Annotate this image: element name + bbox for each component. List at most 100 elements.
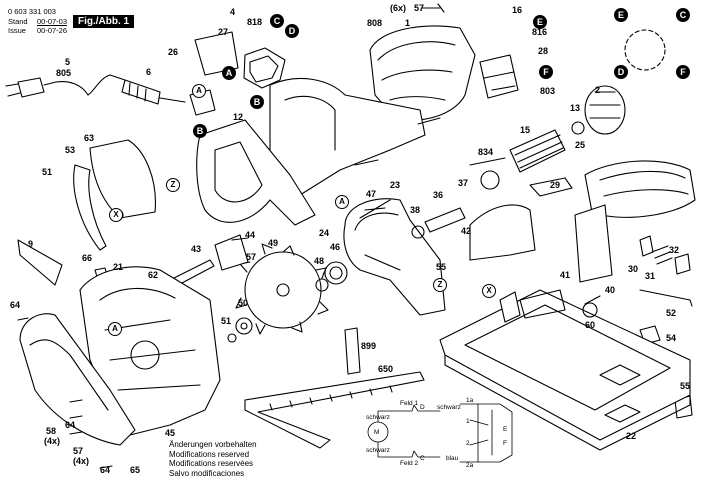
part-label: 23 — [390, 180, 401, 190]
part-label: 50 — [238, 298, 249, 308]
wiring-label: Feld 1 — [400, 400, 419, 407]
part-label: 58 — [46, 426, 57, 436]
armature-drawing — [469, 85, 626, 190]
part-label: (6x) — [390, 3, 407, 13]
part-label: 22 — [626, 431, 637, 441]
part-label: 64 — [100, 465, 111, 475]
part-label: 40 — [605, 285, 616, 295]
reference-marker-outlined: A — [335, 195, 349, 209]
part-label: 49 — [268, 238, 279, 248]
part-label: 21 — [113, 262, 124, 272]
stand-label: Stand — [8, 17, 28, 26]
reference-marker-outlined: A — [108, 322, 122, 336]
part-label: 53 — [65, 145, 76, 155]
wiring-label: C — [420, 455, 425, 462]
reference-marker: B — [193, 124, 207, 138]
part-label: 5 — [65, 57, 71, 67]
wiring-label: 2a — [466, 462, 474, 469]
part-label: 57 — [73, 446, 84, 456]
part-label: 37 — [458, 178, 469, 188]
part-label: 12 — [233, 112, 244, 122]
wiring-label: schwarz — [366, 447, 390, 454]
part-label: 44 — [245, 230, 256, 240]
wiring-label: M — [374, 429, 380, 436]
screws-drawing — [17, 3, 601, 469]
part-label: 60 — [585, 320, 596, 330]
wiring-label: D — [420, 404, 425, 411]
saw-handle-drawing — [196, 78, 426, 226]
part-label: 650 — [378, 364, 394, 374]
part-label: 62 — [148, 270, 159, 280]
part-label: 64 — [65, 420, 76, 430]
lower-guard-drawing — [73, 139, 156, 251]
part-label: 47 — [366, 189, 377, 199]
reference-marker-outlined: X — [109, 208, 123, 222]
part-label: 66 — [82, 253, 93, 263]
part-label: 63 — [84, 133, 95, 143]
power-cord-drawing — [5, 74, 186, 105]
part-label: 41 — [560, 270, 571, 280]
issue-date: 00-07-26 — [37, 26, 68, 35]
part-label: 51 — [221, 316, 232, 326]
part-label: 65 — [130, 465, 141, 475]
part-label: 46 — [330, 242, 341, 252]
part-label: 816 — [532, 27, 548, 37]
wiring-label: 1 — [466, 418, 470, 425]
part-label: (4x) — [44, 436, 61, 446]
part-label: 57 — [246, 252, 257, 262]
part-label: 26 — [168, 47, 179, 57]
reference-marker-outlined: X — [482, 284, 496, 298]
wiring-label: schwarz — [366, 414, 390, 421]
wiring-label: schwarz — [437, 404, 461, 411]
reference-marker: F — [676, 65, 690, 79]
reference-marker: F — [539, 65, 553, 79]
part-label: 42 — [461, 226, 472, 236]
part-label: 36 — [433, 190, 444, 200]
part-label: 803 — [540, 86, 556, 96]
part-label: 57 — [414, 3, 425, 13]
reference-marker: D — [285, 24, 299, 38]
part-label: 24 — [319, 228, 330, 238]
part-label: 43 — [191, 244, 202, 254]
part-label: 28 — [538, 46, 549, 56]
stand-date: 00-07-03 — [37, 17, 68, 26]
part-label: 48 — [314, 256, 325, 266]
reference-marker: C — [676, 8, 690, 22]
document-number: 0 603 331 003 — [8, 7, 56, 16]
part-label: 31 — [645, 271, 656, 281]
part-label: 55 — [436, 262, 447, 272]
part-label: 16 — [512, 5, 523, 15]
note-line: Modifications reservées — [169, 459, 254, 468]
part-label: 15 — [520, 125, 531, 135]
wiring-label: 1a — [466, 397, 474, 404]
reference-marker: E — [533, 15, 547, 29]
reference-marker: E — [614, 8, 628, 22]
part-label: 1 — [405, 18, 411, 28]
part-label: 9 — [28, 239, 34, 249]
part-label: 32 — [669, 245, 680, 255]
reference-marker-outlined: Z — [166, 178, 180, 192]
reference-marker-outlined: Z — [433, 278, 447, 292]
part-label: 818 — [247, 17, 263, 27]
wiring-label: blau — [446, 455, 459, 462]
part-label: 2 — [595, 85, 601, 95]
part-label: 4 — [230, 7, 236, 17]
part-label: 55 — [680, 381, 691, 391]
base-plate-drawing — [439, 289, 691, 451]
reference-marker: B — [250, 95, 264, 109]
part-label: 25 — [575, 140, 586, 150]
modification-notes: Änderungen vorbehalten Modifications res… — [169, 440, 257, 478]
wiring-label: F — [503, 440, 507, 447]
part-label: 45 — [165, 428, 176, 438]
note-line: Salvo modificaciones — [169, 468, 245, 478]
part-label: 27 — [218, 27, 229, 37]
reference-marker: C — [270, 14, 284, 28]
part-label: 6 — [146, 67, 152, 77]
part-label: 52 — [666, 308, 677, 318]
reference-marker-outlined: A — [192, 84, 206, 98]
note-line: Änderungen vorbehalten — [169, 440, 257, 449]
part-label: 30 — [628, 264, 639, 274]
part-label: 834 — [478, 147, 494, 157]
